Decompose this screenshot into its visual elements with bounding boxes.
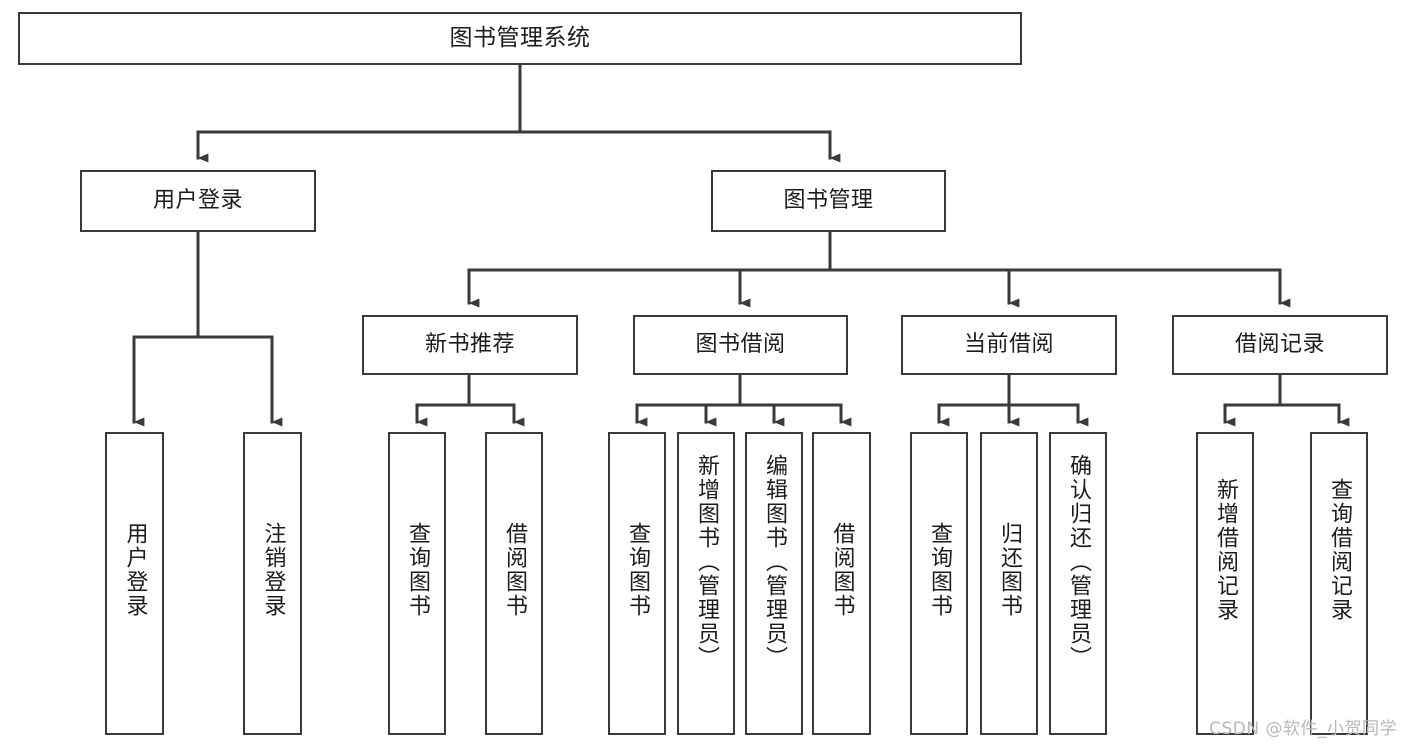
node-book-management[interactable]: 图书管理 (711, 170, 946, 232)
leaf-query-book-current-label: 查询图书 (926, 522, 952, 618)
node-borrow-records[interactable]: 借阅记录 (1172, 315, 1388, 375)
leaf-logout-label: 注销登录 (260, 522, 286, 618)
node-new-book-recommend-label: 新书推荐 (424, 331, 515, 357)
leaf-return-book[interactable]: 归还图书 (980, 432, 1038, 735)
leaf-add-book-admin-label: 新增图书（管理员） (693, 454, 719, 670)
leaf-confirm-return-admin[interactable]: 确认归还（管理员） (1049, 432, 1107, 735)
leaf-query-book-borrow[interactable]: 查询图书 (608, 432, 666, 735)
node-book-management-label: 图书管理 (783, 187, 874, 213)
leaf-query-book-newbook[interactable]: 查询图书 (388, 432, 446, 735)
leaf-user-login-label: 用户登录 (122, 522, 148, 618)
leaf-return-book-label: 归还图书 (996, 522, 1022, 618)
leaf-query-borrow-record[interactable]: 查询借阅记录 (1310, 432, 1368, 735)
leaf-edit-book-admin[interactable]: 编辑图书（管理员） (745, 432, 803, 735)
leaf-borrow-book-borrow[interactable]: 借阅图书 (812, 432, 871, 735)
leaf-add-borrow-record[interactable]: 新增借阅记录 (1196, 432, 1254, 735)
node-current-borrow-label: 当前借阅 (963, 331, 1054, 357)
leaf-confirm-return-admin-label: 确认归还（管理员） (1065, 454, 1091, 670)
leaf-query-borrow-record-label: 查询借阅记录 (1326, 478, 1352, 622)
node-user-login[interactable]: 用户登录 (80, 170, 316, 232)
leaf-query-book-current[interactable]: 查询图书 (910, 432, 968, 735)
node-book-borrow-label: 图书借阅 (695, 331, 786, 357)
leaf-borrow-book-newbook[interactable]: 借阅图书 (485, 432, 543, 735)
leaf-add-borrow-record-label: 新增借阅记录 (1212, 478, 1238, 622)
node-borrow-records-label: 借阅记录 (1234, 331, 1325, 357)
node-root[interactable]: 图书管理系统 (18, 12, 1022, 65)
node-root-label: 图书管理系统 (449, 24, 591, 51)
leaf-user-login[interactable]: 用户登录 (105, 432, 164, 735)
node-current-borrow[interactable]: 当前借阅 (901, 315, 1117, 375)
node-new-book-recommend[interactable]: 新书推荐 (362, 315, 578, 375)
leaf-edit-book-admin-label: 编辑图书（管理员） (761, 454, 787, 670)
leaf-borrow-book-borrow-label: 借阅图书 (829, 522, 855, 618)
leaf-logout[interactable]: 注销登录 (243, 432, 302, 735)
leaf-query-book-borrow-label: 查询图书 (624, 522, 650, 618)
node-book-borrow[interactable]: 图书借阅 (633, 315, 848, 375)
leaf-borrow-book-newbook-label: 借阅图书 (501, 522, 527, 618)
leaf-add-book-admin[interactable]: 新增图书（管理员） (677, 432, 735, 735)
node-user-login-label: 用户登录 (152, 187, 243, 213)
leaf-query-book-newbook-label: 查询图书 (404, 522, 430, 618)
